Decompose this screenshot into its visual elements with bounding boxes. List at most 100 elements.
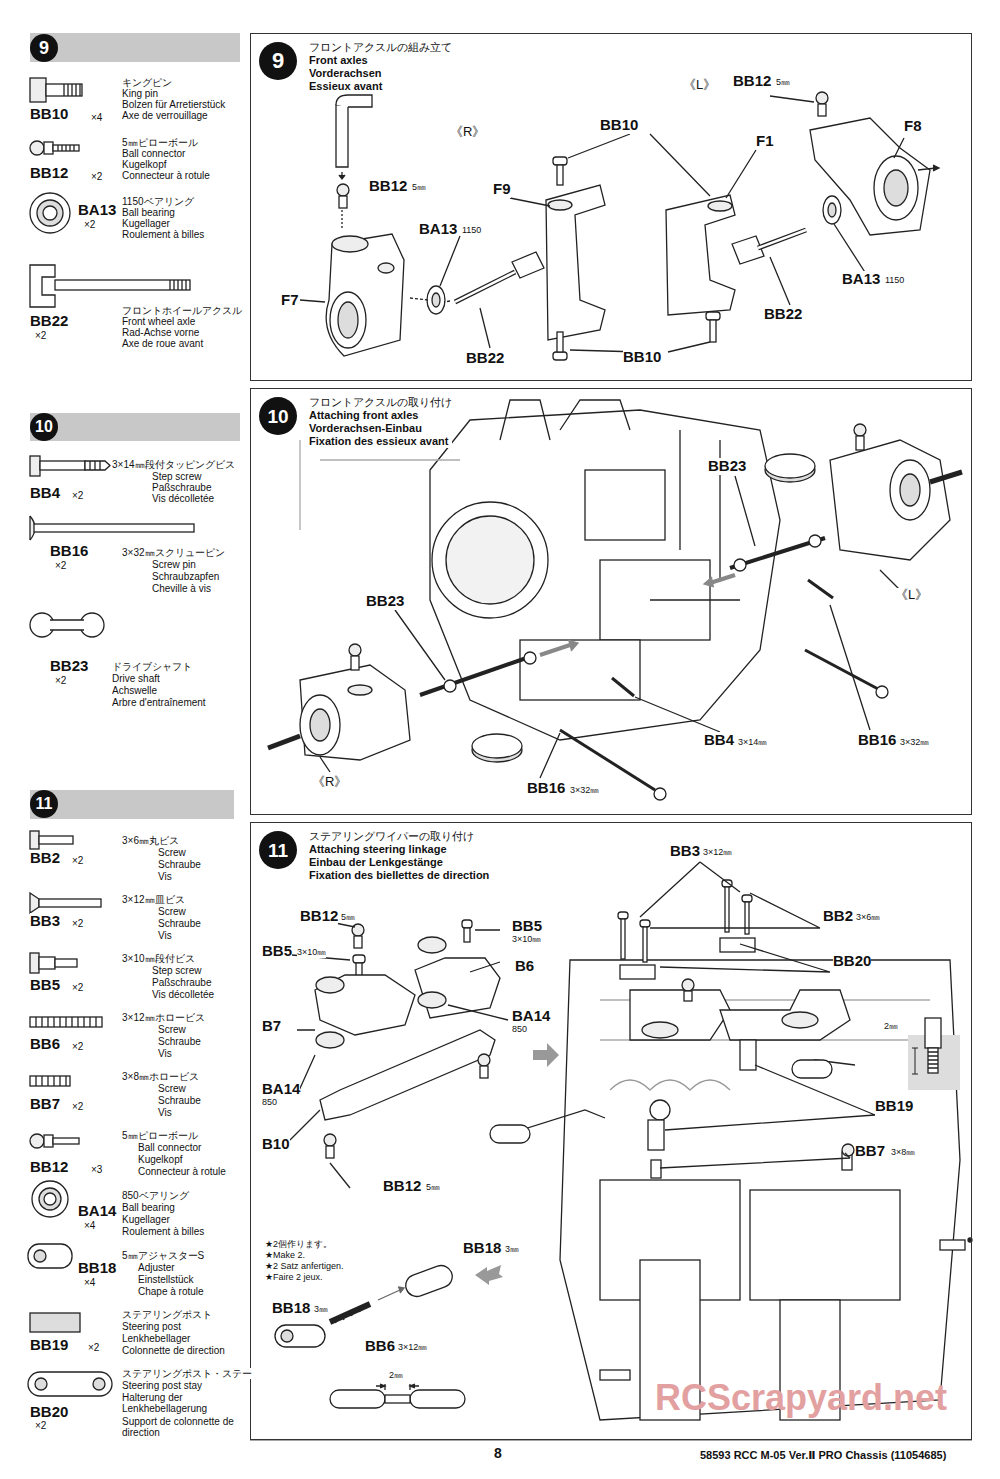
label-text: Ball connector	[138, 1142, 201, 1153]
step-number: 10	[259, 397, 297, 435]
part-number: BB16	[527, 780, 565, 797]
label-text: Vis	[158, 1107, 172, 1118]
part-number: BB23	[366, 593, 404, 610]
step-title: フロントアクスルの取り付けAttaching front axlesVorder…	[309, 396, 452, 448]
label-text: ×2	[72, 490, 83, 501]
step-title-line: Vorderachsen-Einbau	[309, 422, 452, 435]
label-text: ×2	[88, 1342, 99, 1353]
label-text: Screw	[158, 906, 186, 917]
label-text: Steering post stay	[122, 1380, 202, 1391]
dimension: ★Faire 2 jeux.	[265, 1273, 323, 1283]
label-text: Connecteur à rotule	[138, 1166, 226, 1177]
part-number: B10	[262, 1136, 290, 1153]
part-number: BB10	[623, 349, 661, 366]
label-text: Roulement à billes	[122, 1226, 204, 1237]
label-text: キングピン	[122, 77, 172, 88]
label-text: Vis	[158, 930, 172, 941]
dimension: 1150	[462, 226, 481, 236]
part-number: BB5	[30, 977, 60, 994]
part-number: BA13	[419, 221, 457, 238]
label-text: ×2	[55, 560, 66, 571]
step-title-line: Essieux avant	[309, 80, 452, 93]
label-text: 《R》	[312, 775, 347, 789]
step-number: 11	[30, 790, 58, 818]
part-number: BB19	[30, 1337, 68, 1354]
part-number: BB16	[50, 543, 88, 560]
label-text: 5㎜ピローボール	[122, 1130, 198, 1141]
part-number: BB22	[764, 306, 802, 323]
step-title-line: Attaching steering linkage	[309, 843, 489, 856]
label-text: 《L》	[895, 588, 928, 602]
label-text: ×4	[84, 1277, 95, 1288]
dimension: 3×32㎜	[900, 738, 929, 748]
label-text: ドライブシャフト	[112, 661, 192, 672]
label-text: Schraubzapfen	[152, 571, 219, 582]
part-number: BB18	[78, 1260, 116, 1277]
label-text: Lenkhebellager	[122, 1333, 190, 1344]
part-number: F7	[281, 292, 299, 309]
label-text: Colonnette de direction	[122, 1345, 225, 1356]
part-number: B6	[515, 958, 534, 975]
label-text: 《R》	[450, 125, 485, 139]
step-number-text: 11	[268, 841, 288, 860]
step-number: 9	[30, 34, 58, 62]
label-text: 3×8㎜ホロービス	[122, 1071, 199, 1082]
label-text: ×2	[35, 330, 46, 341]
label-text: ×2	[72, 1101, 83, 1112]
label-text: Connecteur à rotule	[122, 170, 210, 181]
label-text: Schraube	[158, 918, 201, 929]
part-number: BB10	[600, 117, 638, 134]
part-number: BB6	[365, 1338, 395, 1355]
step-number-text: 11	[36, 796, 53, 812]
part-number: BB3	[670, 843, 700, 860]
dimension: 5㎜	[341, 913, 355, 923]
label-text: Vis décolletée	[152, 989, 214, 1000]
label-text: Roulement à billes	[122, 229, 204, 240]
step-title-line: Fixation des biellettes de direction	[309, 869, 489, 882]
part-number: BB4	[704, 732, 734, 749]
part-number: BA14	[78, 1203, 116, 1220]
step-number-text: 10	[35, 419, 53, 435]
dimension: 5㎜	[412, 183, 426, 193]
label-text: Drive shaft	[112, 673, 160, 684]
label-text: 3×32㎜スクリューピン	[122, 547, 225, 558]
part-number: BB23	[50, 658, 88, 675]
label-text: Einstellstück	[138, 1274, 194, 1285]
label-text: ×2	[91, 171, 102, 182]
dimension: 3×10㎜	[512, 935, 541, 945]
part-number: BB12	[30, 1159, 68, 1176]
part-number: BB7	[30, 1096, 60, 1113]
label-text: ×2	[72, 918, 83, 929]
label-text: Screw pin	[152, 559, 196, 570]
page-footer: 58593 RCC M-05 Ver.Ⅱ PRO Chassis (110546…	[700, 1449, 946, 1461]
label-text: 5㎜アジャスターS	[122, 1250, 204, 1261]
label-text: Screw	[158, 1024, 186, 1035]
label-text: ×2	[72, 982, 83, 993]
label-text: Achswelle	[112, 685, 157, 696]
dimension: 2㎜	[389, 1371, 403, 1381]
dimension: 3×12㎜	[703, 848, 732, 858]
label-text: Paßschraube	[152, 977, 211, 988]
label-text: Axe de verrouillage	[122, 110, 208, 121]
label-text: ×2	[55, 675, 66, 686]
step-title-line: Attaching front axles	[309, 409, 452, 422]
label-text: 1150ベアリング	[122, 196, 194, 207]
part-number: BB18	[463, 1240, 501, 1257]
part-number: F9	[493, 181, 511, 198]
label-text: ×2	[72, 1041, 83, 1052]
label-text: Vis	[158, 871, 172, 882]
label-text: Support de colonnette de direction	[122, 1416, 240, 1438]
label-text: Schraube	[158, 1095, 201, 1106]
part-number: BA13	[842, 271, 880, 288]
part-number: BB18	[272, 1300, 310, 1317]
part-number: BB7	[855, 1143, 885, 1160]
step-number-text: 9	[272, 50, 284, 72]
step-title-line: Einbau der Lenkgestänge	[309, 856, 489, 869]
dimension: ★Make 2.	[265, 1251, 305, 1261]
part-number: BB2	[30, 850, 60, 867]
part-number: BB23	[708, 458, 746, 475]
dimension: ★2 Satz anfertigen.	[265, 1262, 344, 1272]
dimension: 5㎜	[776, 78, 790, 88]
part-number: BB20	[30, 1404, 68, 1421]
label-text: Bolzen für Arretierstück	[122, 99, 225, 110]
